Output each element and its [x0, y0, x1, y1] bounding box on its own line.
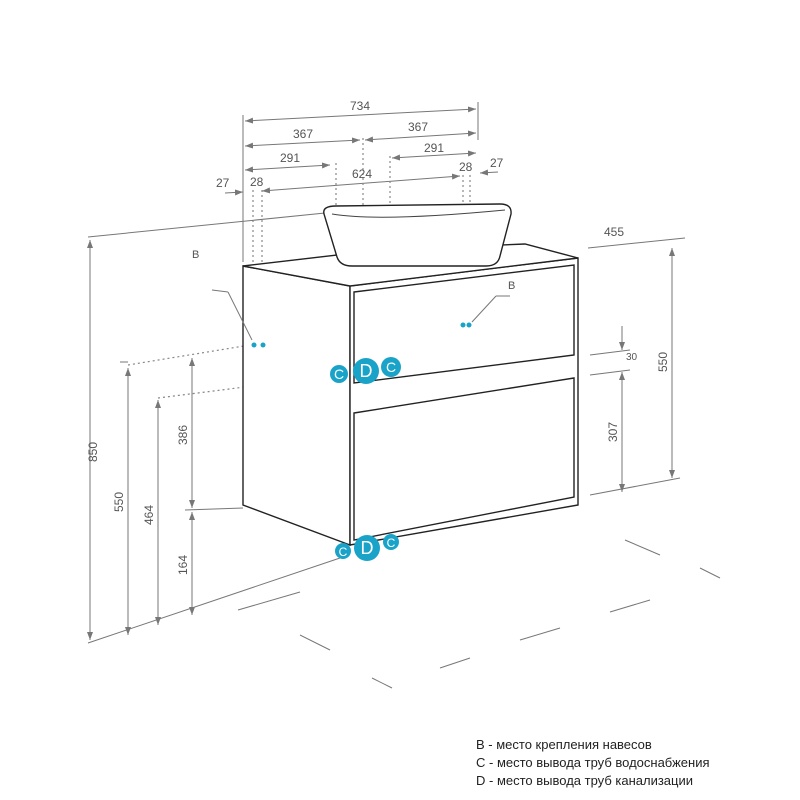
- depth-extension-line: [87, 212, 326, 238]
- label-b-left: B: [192, 249, 199, 261]
- dim-550-left: 550: [112, 492, 126, 512]
- dim-455: 455: [604, 225, 624, 239]
- cabinet-side: [242, 265, 351, 547]
- svg-text:C: C: [386, 359, 396, 375]
- dim-550-right: 550: [656, 352, 670, 372]
- dim-367-left: 367: [293, 127, 313, 141]
- dim-307: 307: [606, 422, 620, 442]
- dim-367-right: 367: [408, 120, 428, 134]
- marker-c-lower-right: C: [383, 534, 399, 550]
- cabinet: [242, 203, 579, 547]
- dim-28-left: 28: [250, 175, 264, 189]
- dim-386: 386: [176, 425, 190, 445]
- legend: B - место крепления навесов C - место вы…: [476, 736, 710, 790]
- dim-624: 624: [352, 167, 372, 181]
- marker-d-upper: D: [353, 358, 379, 384]
- left-dimension-lines: [87, 240, 341, 644]
- svg-text:C: C: [339, 545, 348, 559]
- floor-lines: [299, 539, 721, 689]
- dim-30: 30: [626, 352, 638, 363]
- dim-850: 850: [86, 442, 100, 462]
- legend-item-d: D - место вывода труб канализации: [476, 773, 694, 788]
- svg-text:D: D: [360, 361, 373, 381]
- svg-text:C: C: [387, 536, 396, 550]
- dim-28-right: 28: [459, 160, 473, 174]
- right-dimension-lines: [589, 248, 681, 496]
- b-markers: [211, 289, 510, 348]
- depth-dimension-line: [587, 237, 686, 249]
- dim-27-left: 27: [216, 176, 230, 190]
- dim-734: 734: [350, 99, 370, 113]
- marker-c-upper-right: C: [381, 357, 401, 377]
- dim-164: 164: [176, 555, 190, 575]
- basin: [323, 203, 512, 267]
- basin-rim: [331, 209, 506, 218]
- dim-291-left: 291: [280, 151, 300, 165]
- legend-item-b: B - место крепления навесов: [476, 737, 652, 752]
- svg-text:D: D: [361, 538, 374, 558]
- bottom-drawer: [353, 377, 575, 541]
- svg-text:C: C: [334, 366, 344, 382]
- marker-d-lower: D: [354, 535, 380, 561]
- dim-464: 464: [142, 505, 156, 525]
- dim-27-right: 27: [490, 156, 504, 170]
- marker-c-lower-left: C: [335, 543, 351, 559]
- label-b-right: B: [508, 280, 515, 292]
- dim-291-right: 291: [424, 141, 444, 155]
- marker-c-upper-left: C: [330, 365, 348, 383]
- legend-item-c: C - место вывода труб водоснабжения: [476, 755, 710, 770]
